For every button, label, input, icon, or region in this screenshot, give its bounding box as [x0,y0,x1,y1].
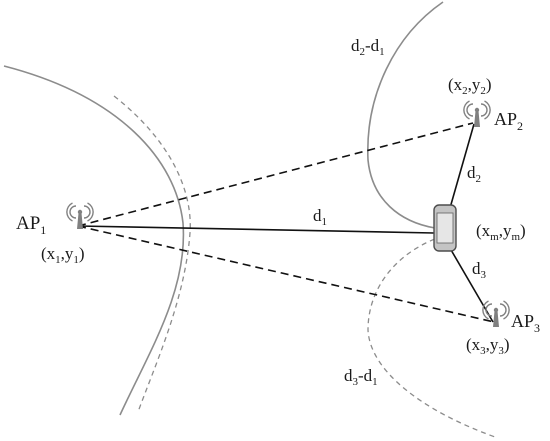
antenna-icon [463,100,491,127]
ap2-coordinate-label: (x2,y2) [448,75,492,97]
d1-label: d1 [313,206,327,228]
ap1-dashed-curve [113,95,191,413]
antenna-icon [66,202,94,229]
ap1-label: AP1 [16,213,46,237]
ap1-coordinate-label: (x1,y1) [41,244,85,266]
d3-line [446,242,494,323]
d1-line [77,225,435,234]
antenna-icon [482,300,510,327]
ap1-solid-curve [3,65,185,416]
hyperbola-curves [3,1,496,438]
d2-label: d2 [467,163,481,185]
ap3-label: AP3 [511,311,540,335]
connection-lines [77,122,495,323]
ap3-coordinate-label: (x3,y3) [466,335,510,357]
d3-d1-label: d3-d1 [344,366,378,388]
ap1-to-ap2-dashed [77,122,474,227]
mobile-device-icon [433,204,457,252]
ap1-to-ap3-dashed [77,225,495,323]
d3-label: d3 [472,259,487,281]
d3-d1-hyperbola [367,235,496,438]
mobile-coordinate-label: (xm,ym) [476,221,526,243]
ap2-label: AP2 [494,109,523,133]
d2-d1-label: d2-d1 [351,36,385,58]
d2-d1-hyperbola [367,1,444,229]
